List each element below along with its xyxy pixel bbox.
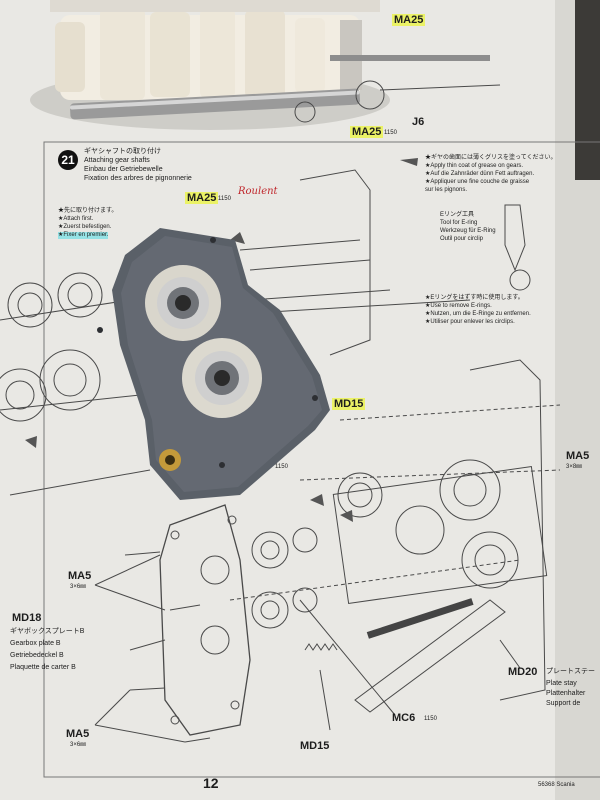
note-grease-ja: ★ギヤの歯面には薄くグリスを塗ってください。	[425, 155, 557, 161]
md18-en: Gearbox plate B	[10, 640, 61, 647]
label-count-1150: 1150	[275, 464, 288, 470]
model-code: 56368 Scania	[538, 782, 575, 788]
note-attach-first-ja: ★先に取り付けます。	[58, 208, 118, 214]
label-md15-highlight: MD15	[332, 398, 366, 410]
md18-ja: ギヤボックスプレートB	[10, 628, 85, 635]
note-grease-fr2: sur les pignons.	[425, 187, 468, 193]
md18-de: Getriebedeckel B	[10, 652, 64, 659]
gearbox-plate-photo	[97, 228, 330, 500]
note-ring-tool-ja: Eリング工具	[440, 212, 475, 218]
label-ma5-bottom: MA5	[66, 728, 90, 740]
md20-fr: Support de	[546, 700, 581, 707]
note-ering-en: ★Use to remove E-rings.	[425, 303, 492, 309]
step-panel-frame	[43, 141, 600, 778]
note-ring-tool-fr: Outil pour circlip	[440, 236, 484, 242]
top-gear-cluster	[50, 0, 380, 100]
note-ring-tool-de: Werkzeug für E-Ring	[440, 228, 496, 234]
label-mc6-count: 1150	[424, 716, 437, 722]
metal-shaft-lower	[366, 598, 474, 639]
md20-en: Plate stay	[546, 680, 577, 687]
note-ering-de: ★Nutzen, um die E-Ringe zu entfernen.	[425, 311, 531, 317]
step-title-fr: Fixation des arbres de pignonnerie	[84, 175, 192, 182]
handwritten-note: Roulent	[238, 186, 278, 197]
label-ma5-left: MA5	[68, 570, 92, 582]
label-md20: MD20	[508, 666, 538, 678]
note-grease-de: ★Auf die Zahnräder dünn Fett auftragen.	[425, 171, 535, 177]
step-title-de: Einbau der Getriebewelle	[84, 166, 163, 173]
note-ering-ja: ★Eリングをはずす時に使用します。	[425, 295, 524, 301]
note-attach-first-fr: ★Fixer en premier.	[58, 232, 109, 239]
metal-shaft-back	[330, 55, 490, 61]
md18-fr: Plaquette de carter B	[10, 664, 76, 671]
line-drawing	[0, 80, 561, 743]
label-ma25-main-count: 1150	[218, 196, 231, 202]
note-grease-en: ★Apply thin coat of grease on gears.	[425, 163, 524, 169]
page-number: 12	[203, 775, 219, 791]
note-grease-fr1: ★Appliquer une fine couche de graisse	[425, 179, 530, 185]
table-edge-right	[575, 0, 600, 180]
note-attach-first-en: ★Attach first.	[58, 216, 94, 222]
md20-de: Plattenhalter	[546, 690, 586, 697]
step-title-ja: ギヤシャフトの取り付け	[84, 148, 161, 155]
md20-ja: プレートステー	[546, 668, 595, 675]
step-number: 21	[58, 150, 78, 170]
note-ering-fr: ★Utiliser pour enlever les circlips.	[425, 319, 515, 325]
label-ma25-top: MA25	[392, 14, 426, 26]
metal-shaft-top-highlight	[69, 90, 360, 110]
label-ma25-main: MA25	[185, 192, 219, 204]
label-ma25-step: MA25	[350, 126, 384, 138]
label-mc6: MC6	[392, 712, 416, 724]
label-ma5-bottom-size: 3×6㎜	[70, 742, 87, 748]
label-ma25-step-count: 1150	[384, 130, 397, 136]
label-ma5-right: MA5	[566, 450, 590, 462]
label-j6: J6	[412, 116, 425, 128]
label-md15-bottom: MD15	[300, 740, 330, 752]
note-ring-tool-en: Tool for E-ring	[440, 220, 478, 226]
label-md18: MD18	[12, 612, 42, 624]
step-title-en: Attaching gear shafts	[84, 157, 150, 164]
label-ma5-left-size: 3×6㎜	[70, 584, 87, 590]
note-attach-first-de: ★Zuerst befestigen.	[58, 224, 112, 230]
label-ma5-right-size: 3×8㎜	[566, 464, 583, 470]
